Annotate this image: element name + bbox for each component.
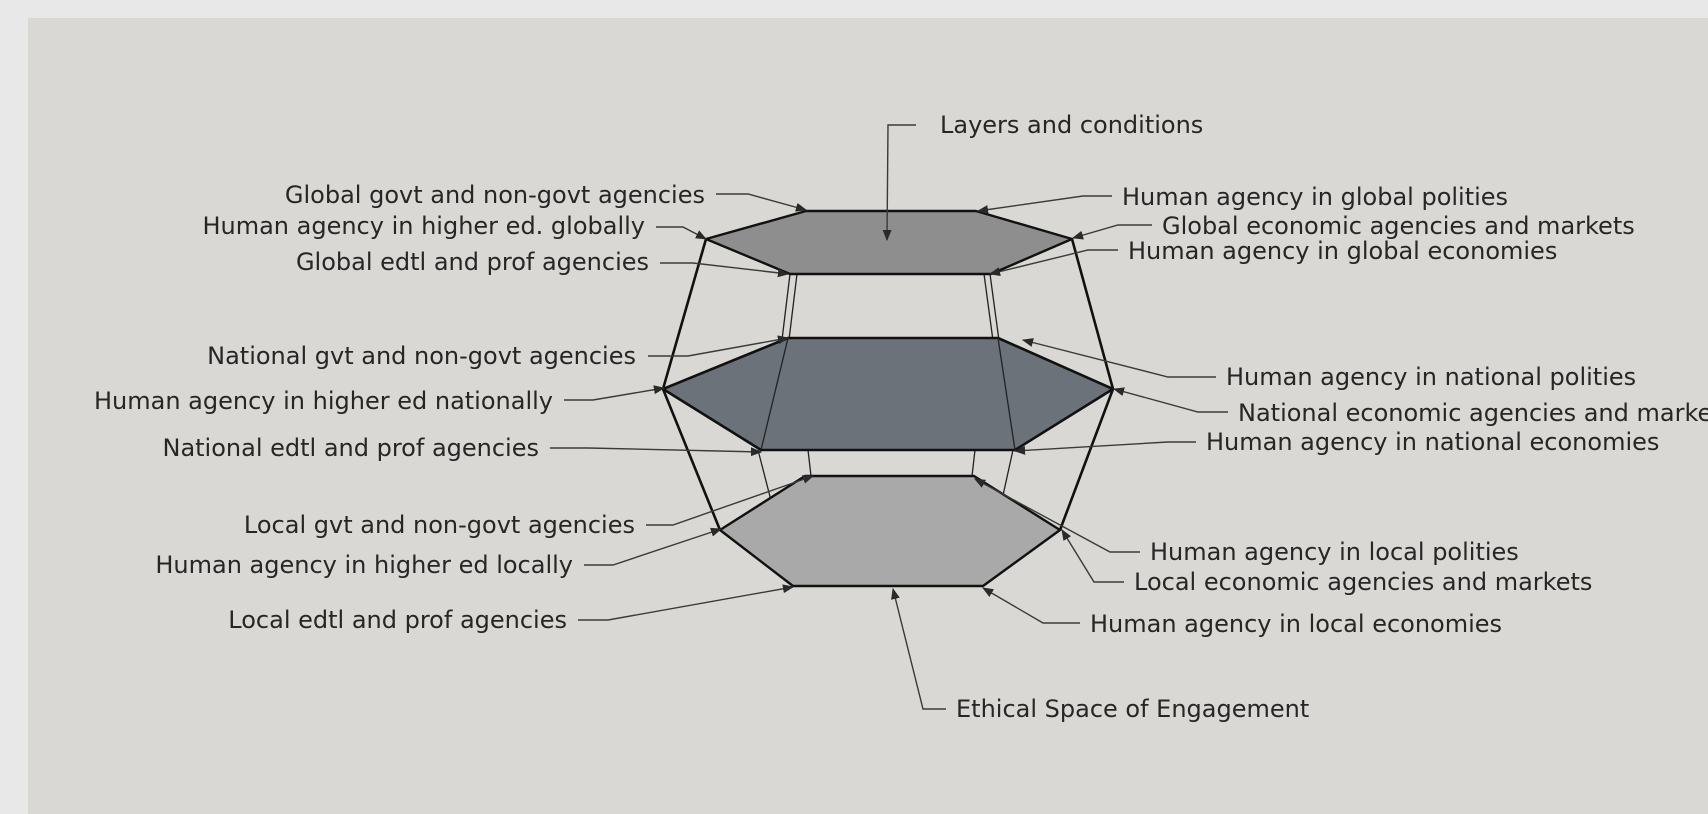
global-govt-label: Global govt and non-govt agencies [285,181,705,209]
local-markets-label: Local economic agencies and markets [1134,568,1592,596]
layers-diagram: Layers and conditions Global govt and no… [94,111,1708,723]
diagram-canvas: Layers and conditions Global govt and no… [28,18,1708,814]
leader-lines [550,124,1228,710]
global-edtl-label: Global edtl and prof agencies [296,248,649,276]
local-govt-label: Local gvt and non-govt agencies [244,511,635,539]
local-layer [718,474,1062,588]
national-higher-ed-label: Human agency in higher ed nationally [94,387,553,415]
global-layer [704,209,1074,276]
local-polities-label: Human agency in local polities [1150,538,1519,566]
national-markets-label: National economic agencies and markets [1238,399,1708,427]
local-economies-label: Human agency in local economies [1090,610,1502,638]
global-polities-label: Human agency in global polities [1122,183,1508,211]
global-higher-ed-label: Human agency in higher ed. globally [202,212,645,240]
national-edtl-label: National edtl and prof agencies [162,434,539,462]
title-label: Layers and conditions [940,111,1203,139]
national-economies-label: Human agency in national economies [1206,428,1659,456]
global-economies-label: Human agency in global economies [1128,237,1557,265]
national-inner-lines [760,337,1016,451]
local-edtl-label: Local edtl and prof agencies [228,606,567,634]
national-layer [661,336,1115,452]
national-govt-label: National gvt and non-govt agencies [207,342,636,370]
national-polities-label: Human agency in national polities [1226,363,1636,391]
local-higher-ed-label: Human agency in higher ed locally [155,551,573,579]
global-markets-label: Global economic agencies and markets [1162,212,1635,240]
footer-label: Ethical Space of Engagement [956,695,1309,723]
